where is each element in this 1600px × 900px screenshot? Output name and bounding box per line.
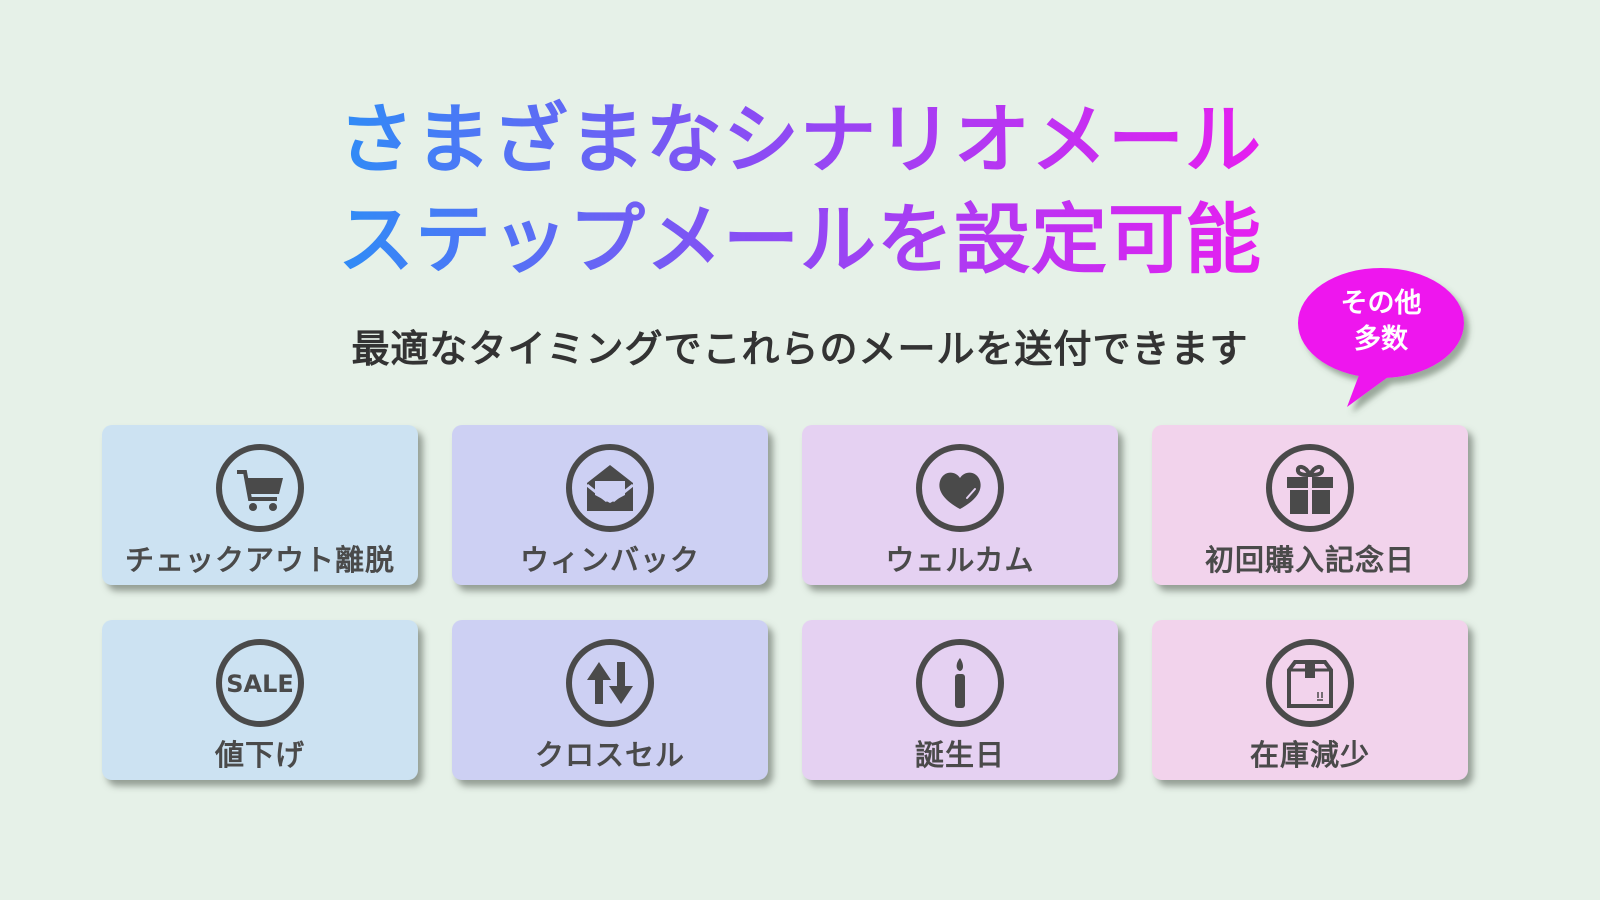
card-label: ウィンバック — [519, 543, 700, 577]
headline-line-2: ステップメールを設定可能 — [0, 190, 1600, 290]
scenario-card-welcome[interactable]: ウェルカム — [802, 425, 1118, 585]
box-icon — [1266, 639, 1354, 727]
candle-icon — [916, 639, 1004, 727]
scenario-card-cross-sell[interactable]: クロスセル — [452, 620, 768, 780]
card-label: クロスセル — [534, 738, 685, 772]
card-label: 初回購入記念日 — [1204, 543, 1415, 577]
scenario-card-price-drop[interactable]: SALE 値下げ — [102, 620, 418, 780]
scenario-card-checkout-abandon[interactable]: チェックアウト離脱 — [102, 425, 418, 585]
shopping-cart-icon — [216, 444, 304, 532]
speech-bubble-icon — [1298, 268, 1464, 407]
scenario-card-winback[interactable]: ウィンバック — [452, 425, 768, 585]
headline-line-1: さまざまなシナリオメール — [0, 90, 1600, 190]
card-label: 値下げ — [214, 738, 305, 772]
subtitle: 最適なタイミングでこれらのメールを送付できます — [351, 327, 1249, 371]
scenario-card-first-purchase-anniversary[interactable]: 初回購入記念日 — [1152, 425, 1468, 585]
scenario-card-low-stock[interactable]: 在庫減少 — [1152, 620, 1468, 780]
card-label: 誕生日 — [914, 738, 1005, 772]
up-down-arrows-icon — [566, 639, 654, 727]
envelope-open-icon — [566, 444, 654, 532]
card-label: 在庫減少 — [1249, 738, 1370, 772]
card-label: ウェルカム — [885, 543, 1035, 577]
heart-icon — [916, 444, 1004, 532]
card-label: チェックアウト離脱 — [124, 543, 395, 577]
badge-line-1: その他 — [1340, 288, 1422, 319]
svg-text:SALE: SALE — [226, 670, 294, 698]
badge-line-2: 多数 — [1354, 324, 1408, 355]
gift-icon — [1266, 444, 1354, 532]
headline-text-2: ステップメールを設定可能 — [338, 195, 1262, 284]
headline-text-1: さまざまなシナリオメール — [338, 95, 1262, 184]
sale-icon: SALE — [216, 639, 304, 727]
speech-bubble-badge: その他 多数 — [1290, 262, 1490, 422]
scenario-card-birthday[interactable]: 誕生日 — [802, 620, 1118, 780]
